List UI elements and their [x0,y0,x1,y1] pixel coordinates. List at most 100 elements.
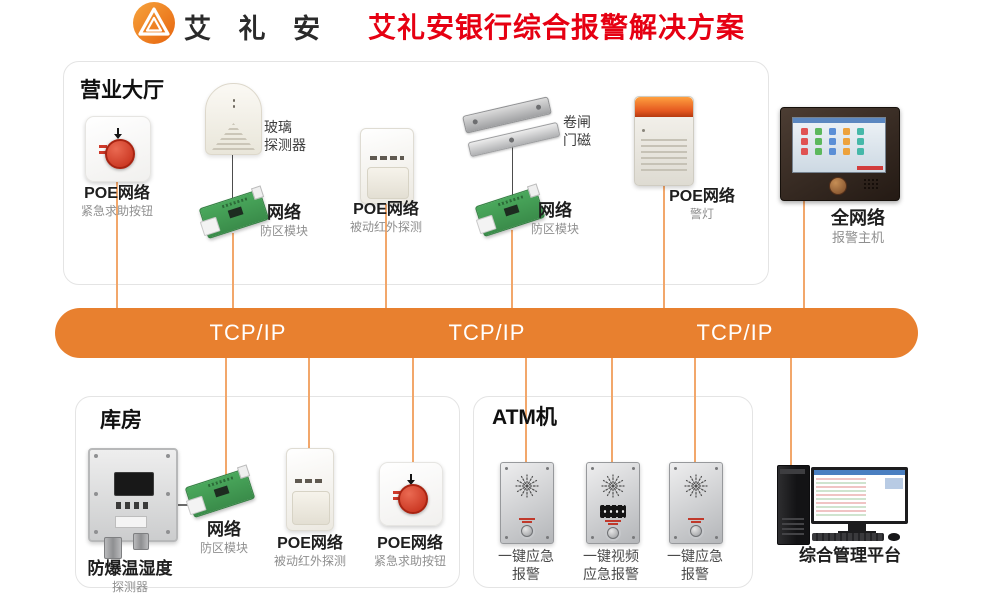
pc-monitor [811,467,908,524]
strobe-label-group: POE网络 警灯 [648,188,756,223]
exproof-detector-device [88,448,178,542]
detector-grille [212,123,255,150]
connector-line [225,357,227,475]
device-label: POE网络 [669,188,735,205]
device-label-line1: 玻璃 [264,119,292,135]
bus-label: TCP/IP [209,320,287,345]
device-sublabel: 紧急求助按钮 [373,554,446,569]
rj45-port [475,214,497,235]
cable-gland [104,537,122,559]
connector-line [511,230,513,309]
device-wire [170,504,192,506]
detector-display [114,472,154,496]
alarm-host-device [780,107,900,201]
cable-gland [133,533,149,550]
speaker-burst-icon [515,474,539,498]
zone-module-label-group: 网络 防区模块 [524,201,586,237]
detector-buttons [116,502,150,509]
device-label-line2: 探测器 [264,137,306,154]
red-emergency-button [398,484,428,514]
indicator-marks [393,491,401,494]
screen-statusbar [793,118,885,123]
pir-slots [295,478,325,483]
panic-button-device [379,462,443,526]
mouse [888,533,900,541]
intercom-label-group: 一键应急 报警 [655,547,735,583]
connector-line [232,233,234,309]
device-wire [512,146,513,196]
device-sublabel: 警灯 [689,207,714,222]
device-label-line1: 卷闸 [563,114,591,130]
connector-line [803,197,805,309]
video-intercom-device [586,462,640,544]
device-label: POE网络 [377,535,443,552]
host-speaker [863,178,878,190]
zone-module-label-group: 网络 防区模块 [253,203,315,239]
device-label: 综合管理平台 [799,546,901,565]
software-table-rows [816,478,867,516]
device-sublabel: 探测器 [111,579,148,594]
device-label-line1: 一键视频 [583,548,639,564]
platform-label-group: 综合管理平台 [780,546,920,566]
call-button [521,525,533,537]
rj45-port [199,216,221,237]
device-label-line2: 应急报警 [583,566,639,583]
rj45-port [185,495,207,516]
detector-leds [232,99,235,102]
press-arrow-icon [114,128,122,139]
connector-line [790,357,792,466]
connector-line [663,183,665,309]
device-label: POE网络 [277,535,343,552]
monitor-base [838,531,876,534]
indicator-marks [99,145,107,148]
glass-break-detector-device [205,83,262,155]
device-label: 全网络 [831,208,885,228]
app-icon-grid [801,128,877,164]
pcb-chip [213,485,230,498]
intercom-label-group: 一键应急 报警 [486,547,566,583]
speaker-burst-icon [684,474,708,498]
pc-tower [777,465,810,545]
pir-detector-device [360,128,414,204]
shutter-magnet-label-group: 卷闸 门磁 [563,113,591,149]
screw-hole [508,137,515,144]
tower-vents [782,518,804,535]
intercom-label-group: 一键视频 应急报警 [571,547,651,583]
brand-logo-icon [133,2,175,44]
screw-hole [472,118,479,125]
device-label-line2: 报警 [512,566,540,583]
alert-banner [857,166,883,170]
device-sublabel: 防区模块 [199,540,248,555]
emergency-intercom-device [669,462,723,544]
status-led [642,129,645,132]
connector-line [525,357,527,463]
speaker-burst-icon [601,474,625,498]
panic-button-device [85,116,151,182]
pcb-pins [497,195,524,207]
device-label: POE网络 [84,185,150,202]
device-label-line1: 一键应急 [667,548,723,564]
bus-label: TCP/IP [448,320,526,345]
pir-slots [370,156,404,161]
camera-module [600,505,626,518]
emergency-intercom-device [500,462,554,544]
keyboard [812,533,884,541]
device-label: 网络 [207,520,241,539]
exproof-label-group: 防爆温湿度 探测器 [60,559,200,595]
connector-line [116,180,118,309]
tcpip-bus-bar: TCP/IP TCP/IP TCP/IP [55,308,918,358]
strobe-siren-device [634,96,694,186]
siren-grille [641,139,687,175]
connector-line [412,357,414,464]
device-label: 网络 [538,201,572,220]
red-label-text [605,520,621,525]
call-button [607,527,619,539]
brand-name: 艾 礼 安 [184,14,331,44]
device-label-line1: 一键应急 [498,548,554,564]
pcb-chip [227,206,244,219]
monitor-stand [848,524,866,531]
device-sublabel: 防区模块 [530,221,579,236]
device-label-line2: 报警 [681,566,709,583]
host-home-button [829,177,847,195]
